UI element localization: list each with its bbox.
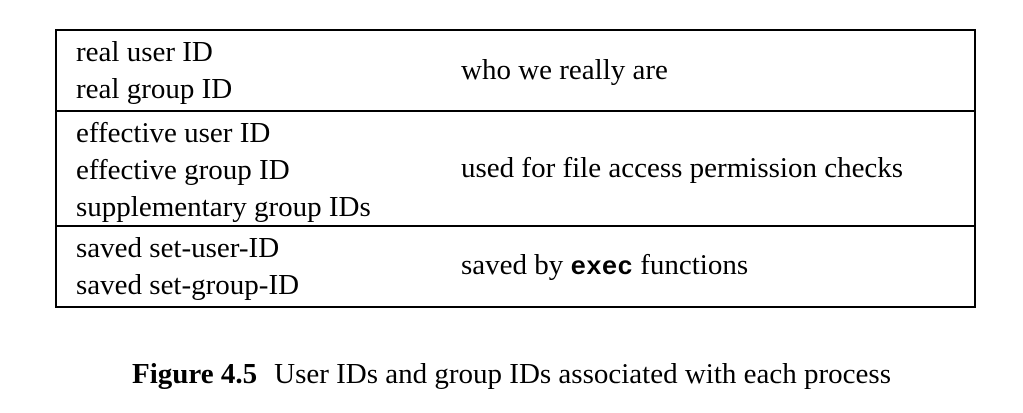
table-row-effective-ids: effective user ID effective group ID sup… bbox=[57, 112, 974, 227]
id-list-cell: real user ID real group ID bbox=[57, 31, 461, 110]
id-name: saved set-group-ID bbox=[76, 269, 300, 301]
id-list-cell: saved set-user-ID saved set-group-ID bbox=[57, 227, 461, 306]
description-text-before: saved by bbox=[461, 249, 571, 281]
description-text: saved by exec functions bbox=[461, 247, 748, 286]
id-name: saved set-user-ID bbox=[76, 232, 280, 264]
id-list-cell: effective user ID effective group ID sup… bbox=[57, 112, 461, 225]
description-cell: used for file access permission checks bbox=[461, 112, 974, 225]
description-text: used for file access permission checks bbox=[461, 152, 904, 184]
id-name: real user ID bbox=[76, 36, 213, 68]
figure-caption-label: Figure 4.5 bbox=[132, 358, 258, 390]
figure-caption: Figure 4.5 User IDs and group IDs associa… bbox=[0, 356, 1023, 393]
id-name: real group ID bbox=[76, 73, 233, 105]
figure-caption-text: User IDs and group IDs associated with e… bbox=[274, 358, 891, 390]
exec-code-term: exec bbox=[570, 252, 633, 282]
table-row-real-ids: real user ID real group ID who we really… bbox=[57, 31, 974, 112]
id-name: effective user ID bbox=[76, 117, 271, 149]
description-text-after: functions bbox=[632, 249, 749, 281]
description-text: who we really are bbox=[461, 54, 668, 86]
process-ids-table: real user ID real group ID who we really… bbox=[55, 29, 976, 308]
id-name: effective group ID bbox=[76, 154, 290, 186]
id-name: supplementary group IDs bbox=[76, 191, 371, 223]
table-row-saved-ids: saved set-user-ID saved set-group-ID sav… bbox=[57, 227, 974, 306]
description-cell: saved by exec functions bbox=[461, 227, 974, 306]
description-cell: who we really are bbox=[461, 31, 974, 110]
